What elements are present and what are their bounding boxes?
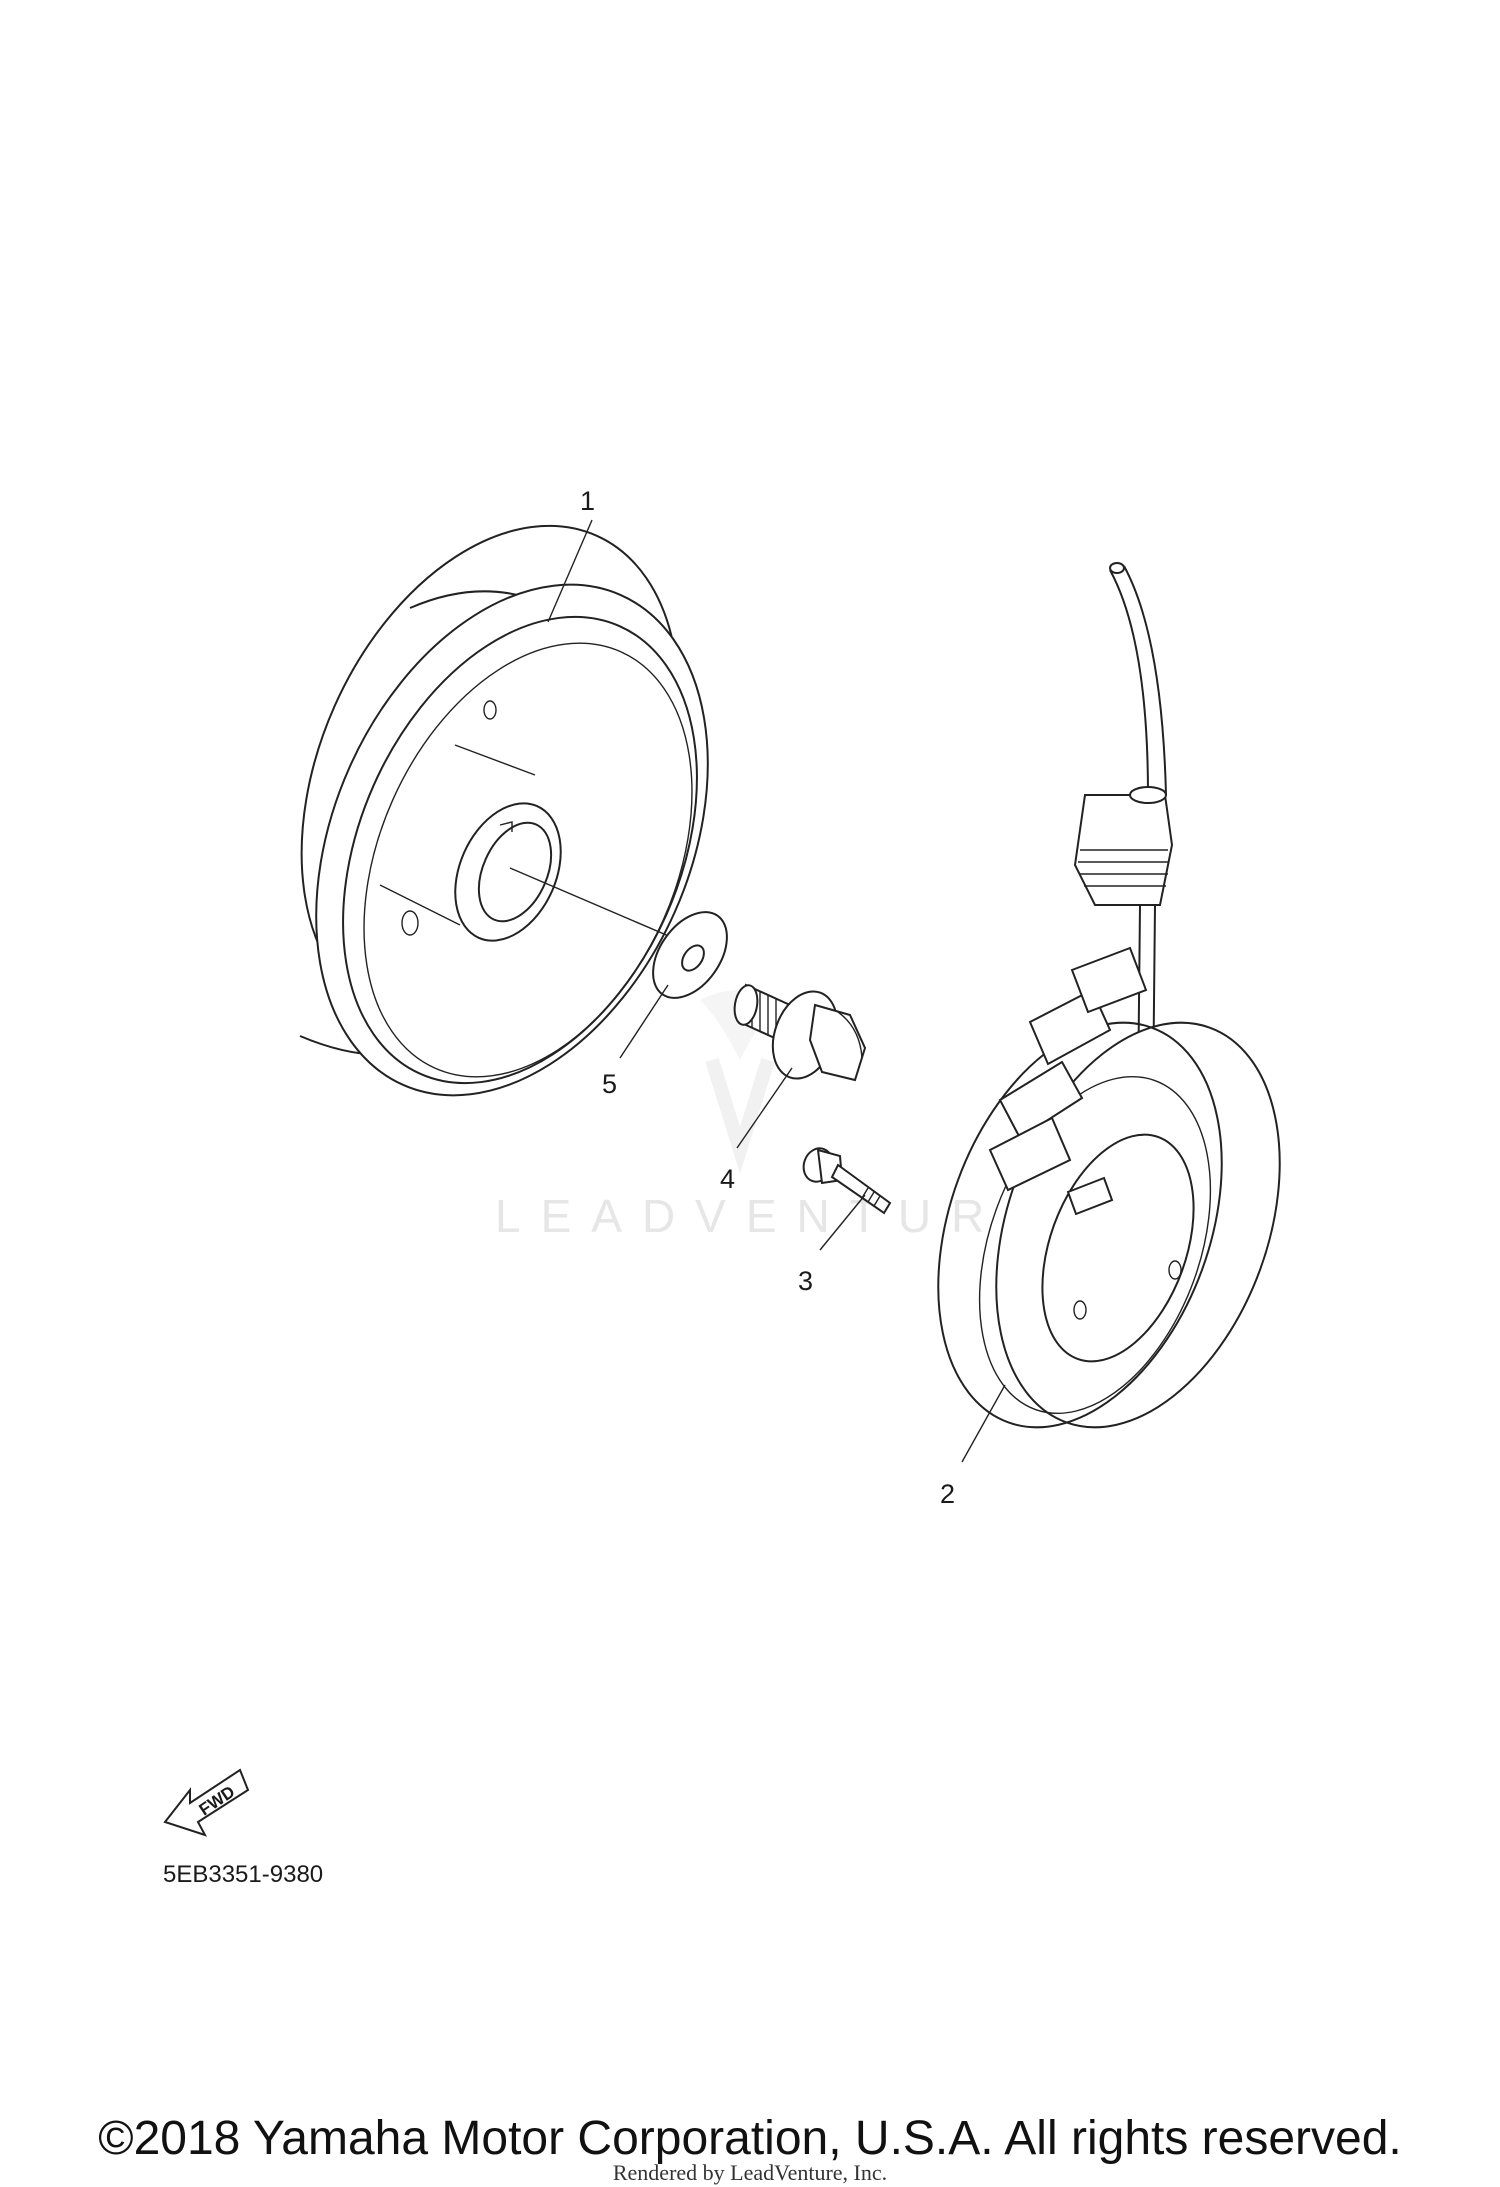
copyright-text: ©2018 Yamaha Motor Corporation, U.S.A. A…	[98, 2112, 1402, 2165]
callout-5: 5	[602, 984, 669, 1099]
rotor-part[interactable]	[228, 467, 783, 1158]
callout-label-5: 5	[602, 1069, 617, 1099]
stator-part[interactable]	[886, 562, 1332, 1467]
fwd-arrow-icon: FWD	[163, 1768, 250, 1837]
watermark: LEADVENTURE	[495, 990, 1055, 1242]
bolt-part[interactable]	[732, 982, 867, 1087]
assembly-axis-line	[509, 867, 679, 941]
screw-part[interactable]	[799, 1144, 892, 1215]
callout-label-2: 2	[940, 1479, 955, 1509]
callout-3: 3	[798, 1194, 866, 1296]
reference-code: 5EB3351-9380	[163, 1861, 323, 1888]
callout-label-3: 3	[798, 1266, 813, 1296]
watermark-text: LEADVENTURE	[495, 1190, 1055, 1242]
callout-label-1: 1	[580, 486, 595, 516]
rendered-by-text: Rendered by LeadVenture, Inc.	[612, 2160, 888, 2185]
callout-label-4: 4	[720, 1164, 735, 1194]
callout-1: 1	[547, 486, 595, 623]
callout-4: 4	[720, 1067, 793, 1194]
callout-2: 2	[940, 1384, 1006, 1509]
